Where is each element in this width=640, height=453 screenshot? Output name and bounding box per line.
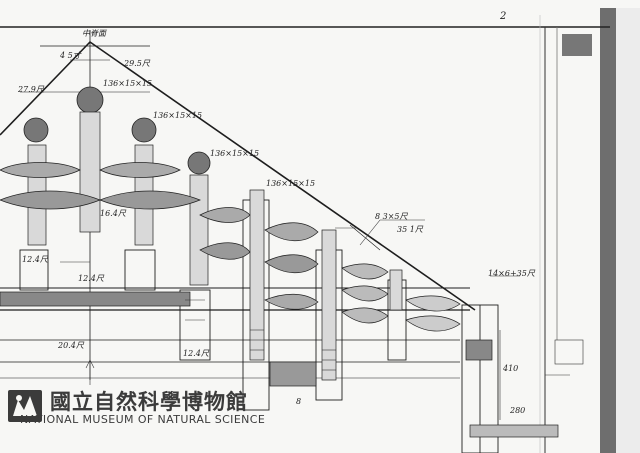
left-dim-a-label: 12.4尺 [22, 255, 48, 264]
ridge-left-label: 27.9尺 [18, 85, 44, 94]
right-border-strip [600, 8, 616, 453]
dimension-lines [60, 219, 584, 420]
museum-logo-icon [8, 390, 42, 422]
bracket-spec-d-label: 136×15×15 [266, 179, 316, 188]
bracket-spec-c-label: 136×15×15 [210, 149, 260, 158]
column-hatching [185, 299, 336, 371]
bottom-mark-label: 8 [296, 397, 302, 406]
purlin-spec-2-label: 35 1尺 [397, 225, 423, 234]
beam-label: 16.4尺 [100, 209, 126, 218]
ridge-height-label: 29.5尺 [124, 59, 150, 68]
column-label: 12.4尺 [183, 349, 209, 358]
left-dim-b-label: 12.4尺 [78, 274, 104, 283]
bracket-spec-a-label: 136×15×15 [103, 79, 153, 88]
span-label: 20.4尺 [58, 341, 84, 350]
purlin-spec-label: 8 3×5尺 [375, 212, 408, 221]
eave-spec-label: 14×6+35尺 [488, 269, 535, 278]
roof-slope-label: 4 5寸 [60, 51, 81, 60]
ridge-finials [23, 86, 211, 175]
museum-watermark: 國立自然科學博物館 NATIONAL MUSEUM OF NATURAL SCI… [8, 386, 308, 426]
bracket-sets [0, 111, 559, 438]
dim-lower-label: 280 [510, 406, 526, 415]
museum-name-chinese: 國立自然科學博物館 [50, 390, 248, 414]
museum-name-english: NATIONAL MUSEUM OF NATURAL SCIENCE [20, 413, 266, 426]
ridge-top-label: 中脊面 [82, 29, 106, 38]
dim-vertical-label: 410 [503, 364, 519, 373]
bracket-spec-b-label: 136×15×15 [153, 111, 203, 120]
sheet-number: 2 [500, 11, 507, 22]
